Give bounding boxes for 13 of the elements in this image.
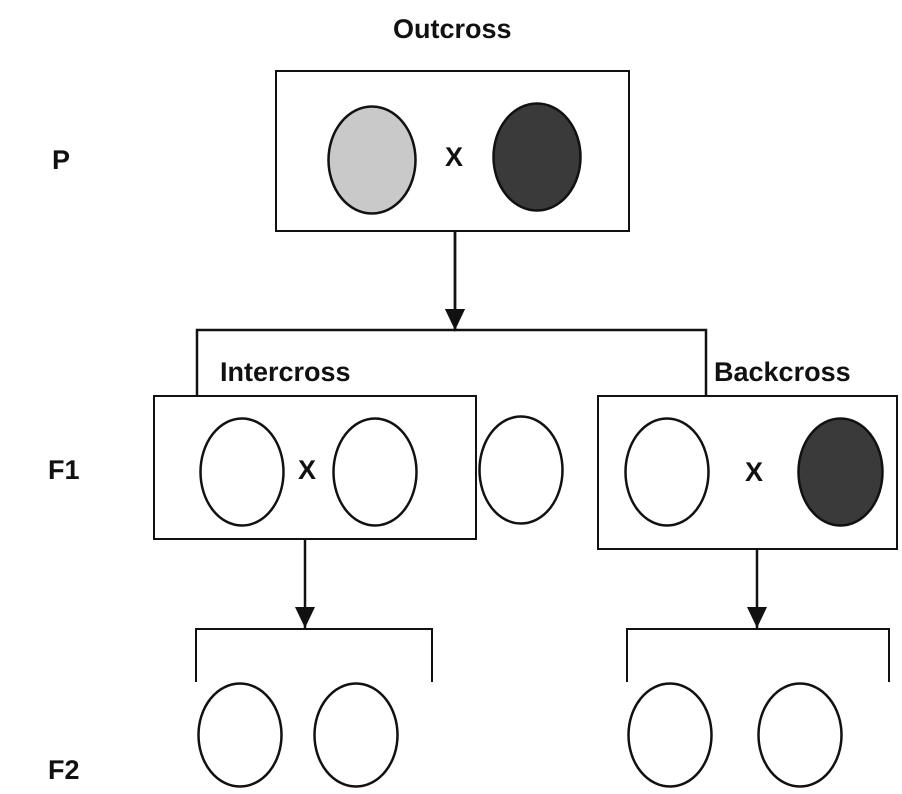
arrow	[747, 550, 767, 628]
generation-label: P	[52, 145, 70, 175]
cross-symbol: X	[445, 142, 464, 172]
cross-symbol: X	[298, 455, 316, 485]
cross-type-heading: Backcross	[714, 357, 851, 387]
cross-box	[275, 70, 630, 232]
arrow	[445, 232, 708, 395]
diagram-title: Outcross	[393, 14, 512, 44]
generation-label: F1	[48, 455, 80, 485]
arrow	[295, 540, 315, 628]
generation-label: F2	[48, 755, 80, 785]
cross-type-heading: Intercross	[220, 357, 351, 387]
cross-symbol: X	[745, 457, 764, 487]
